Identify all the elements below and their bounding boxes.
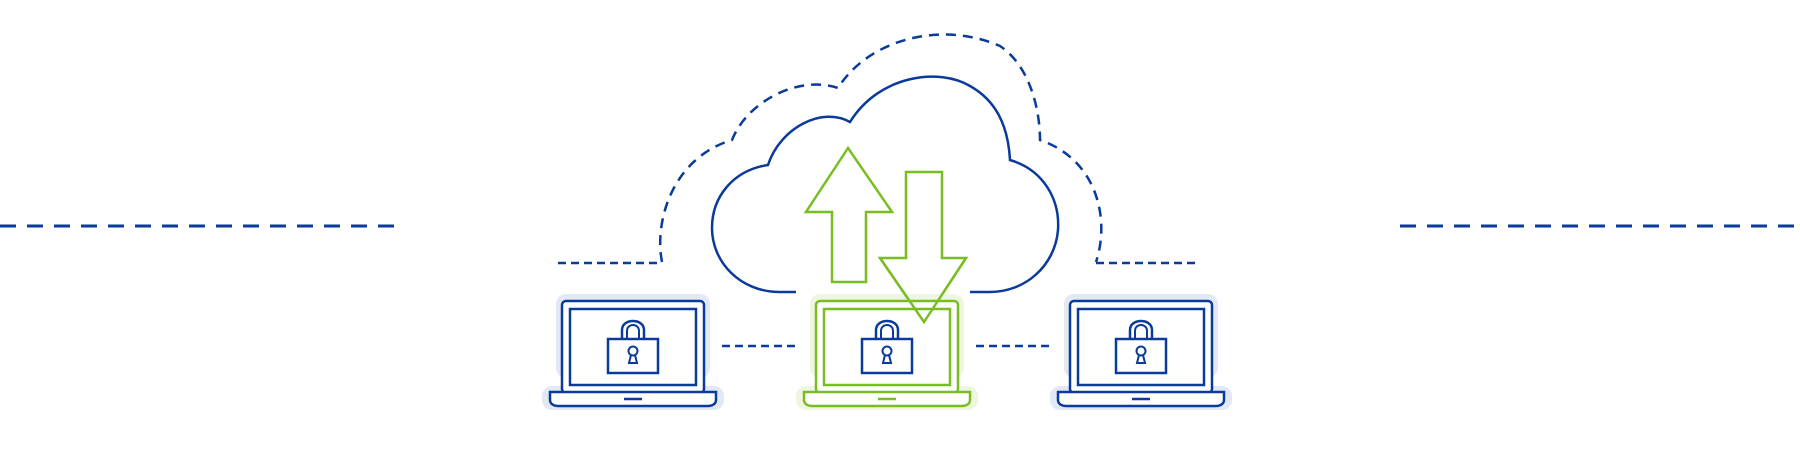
laptop-left [542,294,724,410]
laptop-right [1050,294,1232,410]
padlock-icon [860,319,914,375]
dashed-cloud-outline [658,33,1103,263]
padlock-icon [606,319,660,375]
cloud-icon [710,75,1060,294]
download-arrow-tip [878,257,968,325]
upload-arrow-icon [803,145,895,284]
padlock-icon [1114,319,1168,375]
laptop-center [796,294,978,410]
